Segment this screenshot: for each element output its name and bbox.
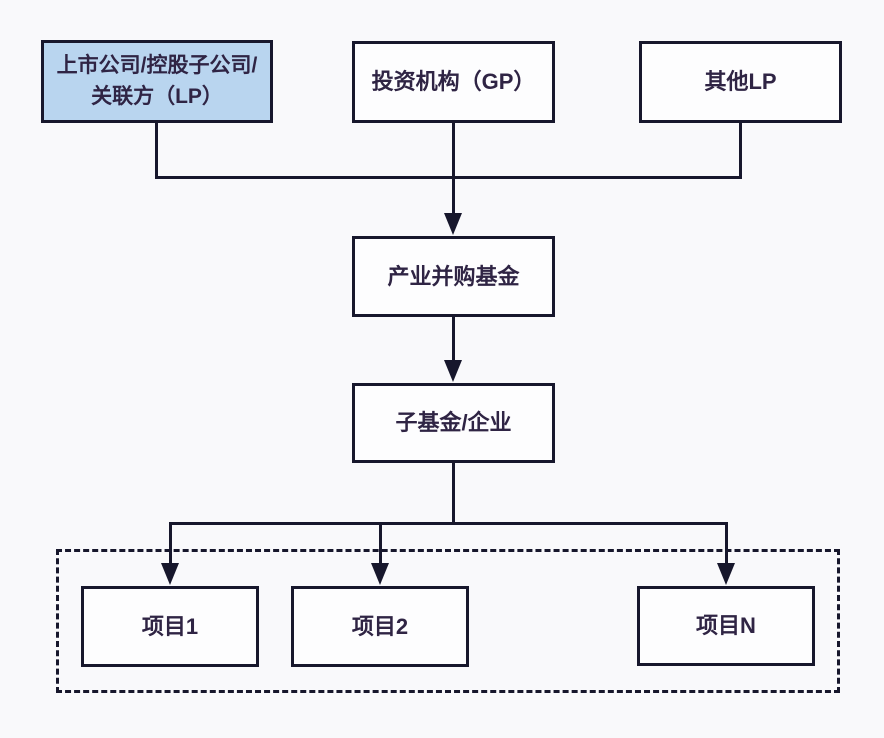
arrow-down-icon — [161, 563, 179, 585]
node-project-n: 项目N — [637, 586, 815, 666]
node-label: 项目2 — [351, 613, 409, 639]
node-label: 其他LP — [704, 69, 777, 95]
connector-fund-down — [452, 317, 455, 363]
node-project-1: 项目1 — [81, 586, 259, 667]
arrow-down-icon — [717, 563, 735, 585]
node-label: 产业并购基金 — [387, 263, 520, 289]
arrow-down-icon — [444, 213, 462, 235]
connector-project1-down — [169, 522, 172, 565]
connector-bottom-horizontal — [169, 522, 728, 525]
arrow-down-icon — [444, 360, 462, 382]
connector-project2-down — [379, 522, 382, 565]
node-label: 投资机构（GP） — [371, 69, 536, 95]
node-listed-company-lp: 上市公司/控股子公司/关联方（LP） — [41, 40, 273, 123]
connector-top-horizontal — [155, 176, 742, 179]
node-project-2: 项目2 — [291, 586, 469, 667]
node-label: 项目N — [696, 613, 756, 639]
connector-projectN-down — [725, 522, 728, 565]
connector-subfund-down — [452, 463, 455, 525]
node-other-lp: 其他LP — [639, 41, 842, 123]
connector-gp-down — [452, 123, 455, 215]
node-label: 子基金/企业 — [395, 410, 512, 436]
node-label: 上市公司/控股子公司/关联方（LP） — [56, 54, 258, 108]
node-investment-institution-gp: 投资机构（GP） — [352, 41, 555, 123]
arrow-down-icon — [371, 563, 389, 585]
node-subfund-enterprise: 子基金/企业 — [352, 383, 555, 463]
connector-lp-down — [155, 123, 158, 179]
projects-group-border — [56, 549, 840, 693]
connector-otherlp-down — [739, 123, 742, 179]
node-label: 项目1 — [141, 613, 199, 639]
node-industrial-ma-fund: 产业并购基金 — [352, 236, 555, 317]
